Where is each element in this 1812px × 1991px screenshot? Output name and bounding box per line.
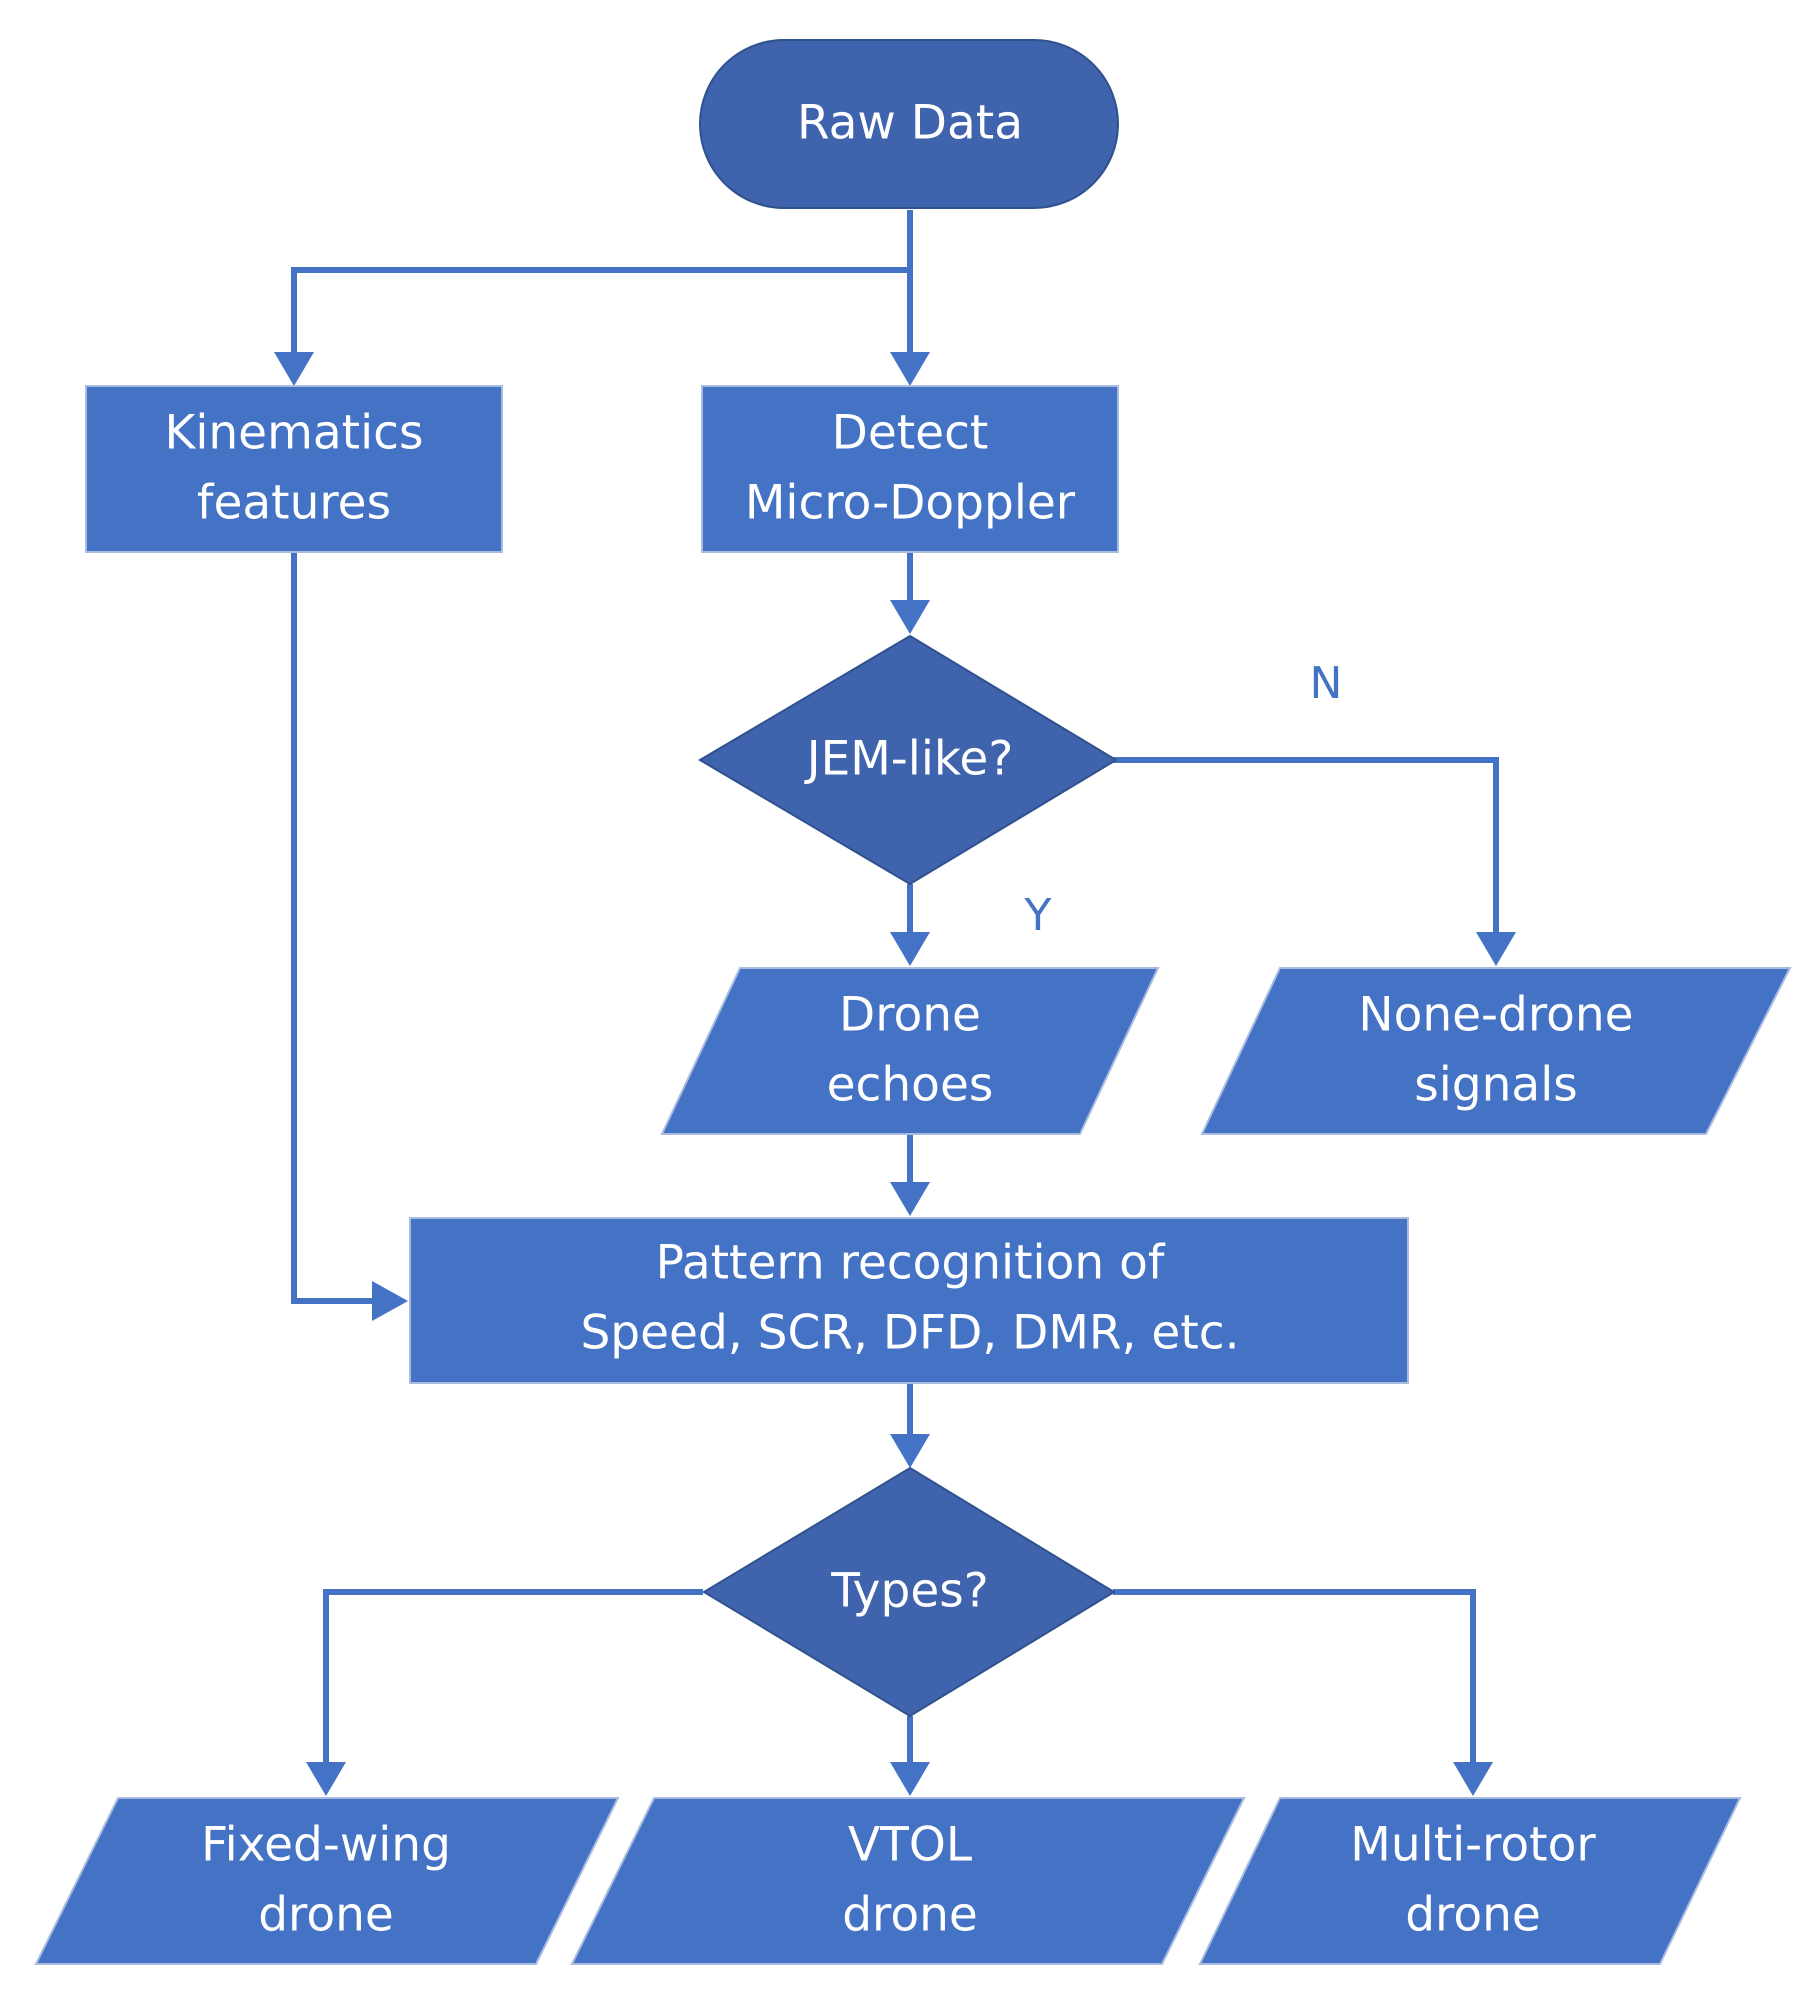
process-kinematics-features: Kinematics features xyxy=(85,385,503,553)
raw-data-label: Raw Data xyxy=(797,96,1023,151)
none-drone-label-line1: None-drone xyxy=(1358,988,1633,1043)
detect-label-line1: Detect xyxy=(832,406,989,461)
jem-label: JEM-like? xyxy=(804,732,1014,787)
io-drone-echoes: Drone echoes xyxy=(660,967,1160,1135)
branch-label-no: N xyxy=(1310,658,1343,709)
io-multi-rotor-drone: Multi-rotor drone xyxy=(1198,1797,1742,1965)
arrowheads xyxy=(274,352,1516,1796)
arrowhead-pattern-top xyxy=(890,1182,930,1216)
arrowhead-types xyxy=(890,1434,930,1468)
arrowhead-fixed-wing xyxy=(306,1762,346,1796)
vtol-label-line1: VTOL xyxy=(848,1818,972,1873)
kinematics-label-line2: features xyxy=(197,476,391,531)
io-none-drone-signals: None-drone signals xyxy=(1200,967,1792,1135)
connector-jem-no xyxy=(1113,757,1499,938)
pattern-label-line2: Speed, SCR, DFD, DMR, etc. xyxy=(580,1306,1239,1361)
connector-raw-to-kinematics xyxy=(291,267,910,358)
decision-types: Types? xyxy=(702,1466,1116,1718)
connector-types-to-multi xyxy=(1113,1589,1476,1768)
drone-echoes-label-line2: echoes xyxy=(827,1058,994,1113)
kinematics-label-line1: Kinematics xyxy=(165,406,424,461)
multi-rotor-label-line2: drone xyxy=(1405,1888,1541,1943)
arrowhead-drone-echoes xyxy=(890,932,930,966)
process-pattern-recognition: Pattern recognition of Speed, SCR, DFD, … xyxy=(409,1217,1409,1384)
vtol-label-line2: drone xyxy=(842,1888,978,1943)
arrowhead-none-drone xyxy=(1476,932,1516,966)
fixed-wing-label-line1: Fixed-wing xyxy=(201,1818,451,1873)
arrowhead-detect xyxy=(890,352,930,386)
connector-types-to-fixed xyxy=(323,1589,703,1768)
arrowhead-kinematics xyxy=(274,352,314,386)
drone-echoes-label-line1: Drone xyxy=(839,988,981,1043)
types-label: Types? xyxy=(830,1564,988,1619)
fixed-wing-label-line2: drone xyxy=(258,1888,394,1943)
connector-kinematics-to-pattern xyxy=(291,552,378,1304)
detect-label-line2: Micro-Doppler xyxy=(745,476,1076,531)
io-vtol-drone: VTOL drone xyxy=(570,1797,1246,1965)
connectors xyxy=(291,210,1499,1768)
branch-label-yes: Y xyxy=(1024,890,1052,941)
arrowhead-pattern-left xyxy=(372,1281,408,1321)
arrowhead-vtol xyxy=(890,1762,930,1796)
none-drone-label-line2: signals xyxy=(1414,1058,1578,1113)
process-detect-micro-doppler: Detect Micro-Doppler xyxy=(701,385,1119,553)
multi-rotor-label-line1: Multi-rotor xyxy=(1350,1818,1596,1873)
terminator-raw-data: Raw Data xyxy=(699,39,1119,209)
arrowhead-multi-rotor xyxy=(1453,1762,1493,1796)
pattern-label-line1: Pattern recognition of xyxy=(656,1236,1166,1291)
io-fixed-wing-drone: Fixed-wing drone xyxy=(34,1797,620,1965)
arrowhead-jem xyxy=(890,600,930,634)
decision-jem-like: JEM-like? xyxy=(698,634,1118,886)
